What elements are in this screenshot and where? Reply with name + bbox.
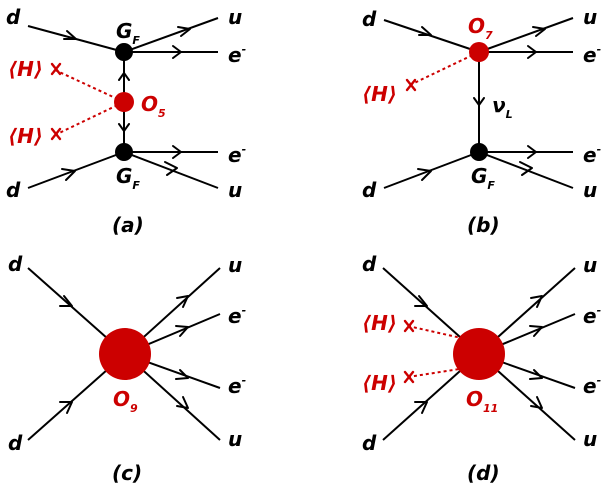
fermion-arrow [529,369,543,380]
electron-label: e- [228,374,246,398]
electron-label: e- [228,43,246,67]
fermion-arrow [530,295,543,308]
vev-cross [405,78,417,92]
d-label: d [362,178,377,202]
fermion-arrow [164,161,178,176]
u-label: u [583,253,597,277]
vev-cross [403,319,415,333]
vev-label: ⟨H⟩ [362,82,397,106]
fermion-arrow [61,168,76,181]
fermion-arrow [175,325,189,337]
u-label: u [583,5,597,29]
gf-vertex-top [115,43,133,61]
electron-label: e- [228,143,246,167]
u-label: u [228,427,242,451]
u-label: u [228,5,242,29]
operator-vertex [114,92,134,112]
higgs-line [54,101,125,136]
higgs-line [54,69,125,103]
caption-c: (c) [112,461,142,485]
gf-label: GF [471,164,495,192]
operator-label: O9 [113,387,138,415]
fermion-arrow [527,45,537,59]
fermion-arrow [177,26,191,37]
electron-label: e- [583,374,601,398]
u-line-bottom [478,151,574,189]
u-line-top [123,17,219,53]
operator-label: O7 [468,14,493,42]
fermion-arrow [59,401,73,414]
panel-d: d d u u e- e- ⟨H⟩ ⟨H⟩ O11 (d) [362,252,601,485]
gf-vertex-bottom [115,143,133,161]
fermion-arrow [529,325,543,337]
u-label: u [228,178,242,202]
gf-label-bottom: GF [116,164,140,192]
vev-cross [50,62,62,76]
u-line-bottom [123,151,219,189]
fermion-arrow [530,396,543,409]
panel-c: d d u u e- e- O9 (c) [8,252,246,485]
fermion-arrow [414,401,428,414]
vev-label: ⟨H⟩ [362,371,397,395]
fermion-arrow [532,26,546,37]
d-label: d [362,431,377,455]
u-line-top [478,17,574,53]
fermion-arrow [414,295,428,307]
electron-label: e- [228,304,246,328]
gf-label-top: GF [116,19,140,47]
caption-b: (b) [467,213,500,237]
fermion-arrow [172,145,182,159]
arrow-down [118,123,130,132]
d-label: d [6,5,21,29]
fermion-arrow [176,396,189,409]
operator-label: O5 [141,92,166,120]
fermion-arrow [59,295,73,307]
d-line-bottom [383,151,480,189]
operator-blob [99,328,151,380]
higgs-line [409,51,480,86]
electron-label: e- [583,304,601,328]
d-label: d [8,431,23,455]
d-line-bottom [27,151,125,189]
d-label: d [6,178,21,202]
gf-vertex [470,143,488,161]
vev-label: ⟨H⟩ [8,124,43,148]
fermion-arrow [527,145,537,159]
vev-cross [50,127,62,141]
u-label: u [228,253,242,277]
fermion-arrow [175,369,189,380]
caption-a: (a) [112,213,144,237]
operator-blob [453,328,505,380]
d-label: d [8,252,23,276]
electron-label: e- [583,43,601,67]
electron-label: e- [583,143,601,167]
u-label: u [583,427,597,451]
vev-label: ⟨H⟩ [362,311,397,335]
vev-label: ⟨H⟩ [8,57,43,81]
d-label: d [362,252,377,276]
d-line-top [383,19,480,53]
caption-d: (d) [467,461,500,485]
operator-label: O11 [466,387,498,415]
fermion-arrow [176,295,189,308]
fermion-arrow [63,30,77,40]
fermion-arrow [172,45,182,59]
fermion-arrow [417,168,432,181]
fermion-arrow [418,26,432,36]
neutrino-label: νL [492,93,513,121]
u-label: u [583,178,597,202]
vev-cross [403,370,415,384]
arrow-down [473,97,485,106]
arrow-up [118,72,130,81]
operator-vertex [469,42,489,62]
d-label: d [362,7,377,31]
panel-b: d d u u e- e- O7 νL GF ⟨H⟩ (b) [362,5,601,237]
fermion-arrow [519,161,533,176]
panel-a: d d u u e- e- GF GF O5 ⟨H⟩ ⟨H⟩ (a) [6,5,246,237]
